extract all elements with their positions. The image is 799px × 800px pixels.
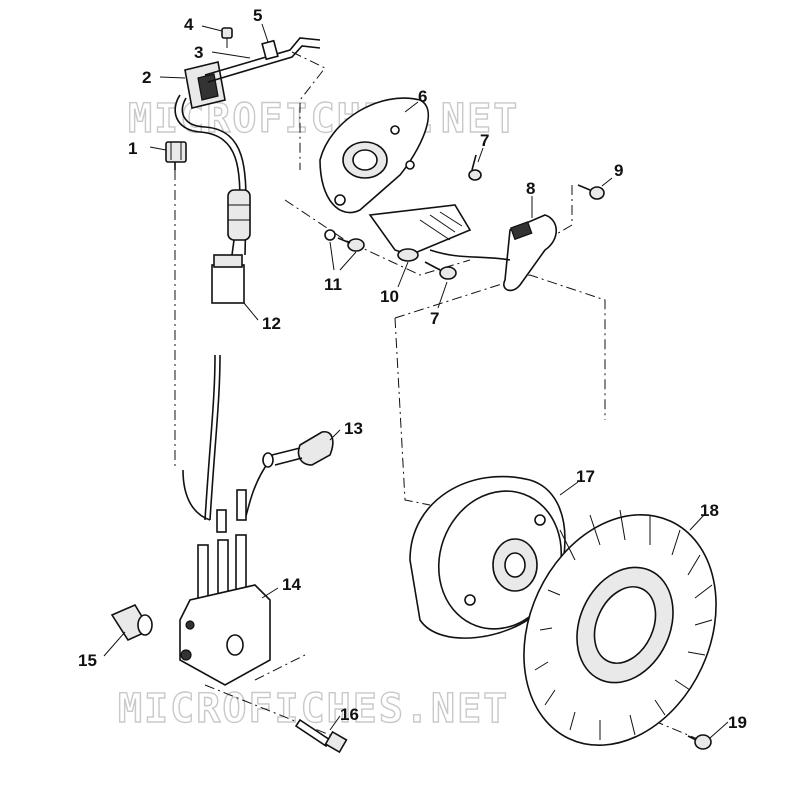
bolt-4 bbox=[221, 27, 233, 48]
callout-7-lower: 7 bbox=[430, 309, 439, 328]
callout-4: 4 bbox=[184, 15, 194, 34]
callout-6: 6 bbox=[418, 87, 427, 106]
stator-plate-6 bbox=[319, 97, 430, 214]
callout-11: 11 bbox=[324, 275, 342, 294]
callout-3: 3 bbox=[194, 43, 203, 62]
callout-10: 10 bbox=[380, 287, 399, 306]
lighting-coil-10 bbox=[368, 204, 472, 262]
watermark-bottom: MICROFICHES.NET bbox=[118, 686, 509, 732]
leader-lines bbox=[103, 23, 729, 739]
flywheel-17 bbox=[409, 475, 566, 639]
ignition-coil-14 bbox=[179, 489, 271, 686]
screw-7-lower bbox=[424, 261, 457, 280]
callout-2: 2 bbox=[142, 68, 151, 87]
callout-7-upper: 7 bbox=[480, 131, 489, 150]
watermark-top: MICROFICHES.NET bbox=[128, 96, 519, 142]
callout-12: 12 bbox=[262, 314, 281, 333]
mount-bar-3 bbox=[204, 37, 321, 83]
callout-5: 5 bbox=[253, 6, 262, 25]
callout-18: 18 bbox=[700, 501, 719, 520]
callout-1: 1 bbox=[128, 139, 137, 158]
screw-9 bbox=[577, 184, 605, 200]
pickup-coil-8 bbox=[429, 214, 558, 292]
callout-17: 17 bbox=[576, 467, 595, 486]
connector-1 bbox=[165, 141, 187, 163]
regulator-2 bbox=[184, 61, 226, 109]
wire-harness bbox=[174, 94, 271, 521]
callout-13: 13 bbox=[344, 419, 363, 438]
plug-12 bbox=[211, 189, 251, 304]
callout-15: 15 bbox=[78, 651, 97, 670]
screw-11 bbox=[324, 229, 365, 252]
callout-8: 8 bbox=[526, 179, 535, 198]
spark-plug-cap-13 bbox=[262, 431, 334, 468]
callout-16: 16 bbox=[340, 705, 359, 724]
callout-14: 14 bbox=[282, 575, 301, 594]
screw-19 bbox=[687, 734, 712, 750]
callout-19: 19 bbox=[728, 713, 747, 732]
cooling-fan-18 bbox=[523, 509, 717, 747]
callout-labels: 1 2 3 4 5 6 7 8 9 10 11 7 12 13 17 18 14… bbox=[78, 6, 747, 732]
bolt-16 bbox=[294, 718, 348, 754]
sleeve-15 bbox=[110, 603, 153, 642]
screw-7-upper bbox=[468, 154, 482, 181]
callout-9: 9 bbox=[614, 161, 623, 180]
